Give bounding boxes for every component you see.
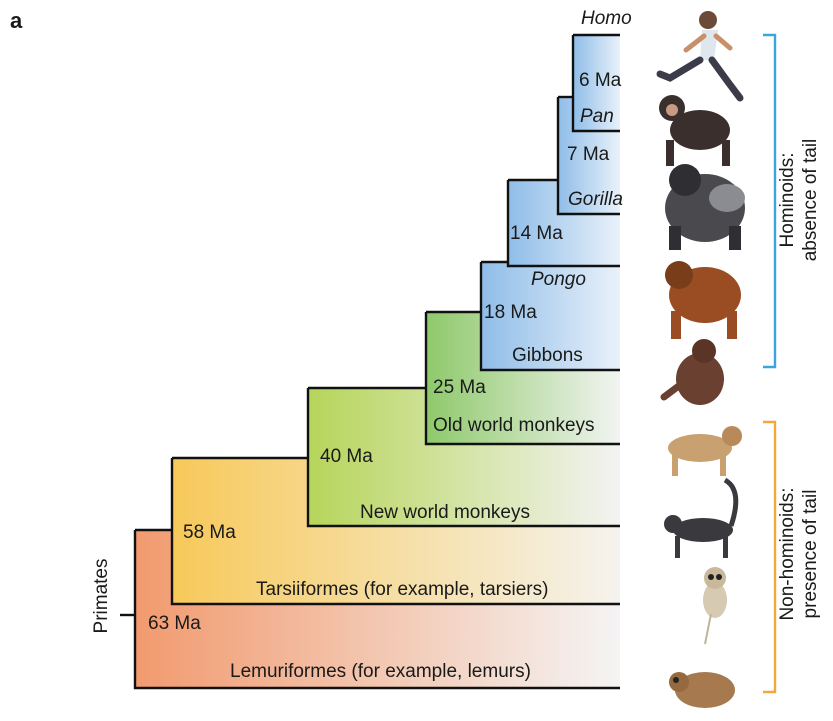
gibbon-icon [664, 339, 724, 405]
divergence-63ma: 63 Ma [148, 614, 201, 633]
human-runner-icon [660, 11, 740, 98]
macaque-icon [668, 426, 742, 476]
chimpanzee-icon [659, 95, 730, 166]
taxon-gorilla: Gorilla [568, 190, 623, 209]
panel-label: a [10, 8, 22, 34]
taxon-old-world-monkeys: Old world monkeys [433, 416, 595, 435]
taxon-pan: Pan [580, 107, 614, 126]
divergence-18ma: 18 Ma [484, 303, 537, 322]
taxon-pongo: Pongo [531, 270, 586, 289]
tarsier-icon [703, 567, 727, 644]
non-hominoids-label-line2: presence of tail [799, 469, 822, 639]
divergence-14ma: 14 Ma [510, 224, 563, 243]
divergence-7ma: 7 Ma [567, 145, 609, 164]
divergence-40ma: 40 Ma [320, 447, 373, 466]
lemur-icon [669, 672, 735, 708]
hominoids-label: Hominoids: absence of tail [776, 115, 822, 285]
hominoids-bracket [763, 35, 775, 367]
taxon-homo: Homo [581, 9, 632, 28]
divergence-58ma: 58 Ma [183, 523, 236, 542]
divergence-6ma: 6 Ma [579, 71, 621, 90]
taxon-lemuriformes: Lemuriformes (for example, lemurs) [230, 662, 531, 681]
taxon-tarsiiformes: Tarsiiformes (for example, tarsiers) [256, 580, 548, 599]
spider-monkey-icon [664, 480, 736, 558]
divergence-25ma: 25 Ma [433, 378, 486, 397]
root-label-primates: Primates [91, 556, 113, 636]
orangutan-icon [665, 261, 741, 339]
non-hominoids-label-line1: Non-hominoids: [776, 469, 799, 639]
hominoids-label-line1: Hominoids: [776, 115, 799, 285]
non-hominoids-label: Non-hominoids: presence of tail [776, 469, 822, 639]
taxon-new-world-monkeys: New world monkeys [360, 503, 530, 522]
taxon-gibbons: Gibbons [512, 346, 583, 365]
hominoids-label-line2: absence of tail [799, 115, 822, 285]
gorilla-icon [665, 164, 745, 250]
non-hominoids-bracket [763, 422, 775, 692]
